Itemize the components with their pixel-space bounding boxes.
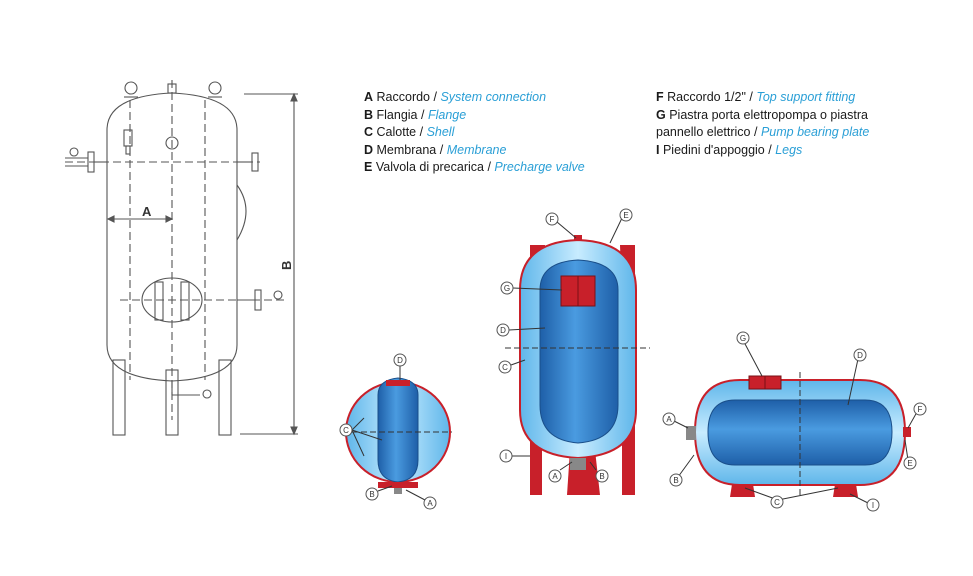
legend-right: F Raccordo 1/2" / Top support fitting G … (656, 89, 869, 159)
callout-vertical-f: F (550, 215, 555, 224)
callout-horizontal-f: F (918, 405, 923, 414)
callout-vertical-g: G (504, 284, 510, 293)
callout-vertical-e: E (623, 211, 628, 220)
vertical-vessel-callouts: F E G D C I A B (496, 208, 633, 483)
legend-row-g-cont: pannello elettrico / Pump bearing plate (656, 125, 870, 139)
horizontal-vessel (673, 341, 918, 504)
legend-row-b: B Flangia / Flange (364, 107, 467, 122)
horizontal-vessel-callouts: G D A B C I F E (662, 331, 927, 512)
callout-small-a: A (427, 499, 433, 508)
callout-horizontal-e: E (907, 459, 912, 468)
dimension-a-label: A (142, 204, 152, 219)
callout-horizontal-b: B (673, 476, 678, 485)
technical-tank-drawing (65, 80, 298, 436)
legend-left: A Raccordo / System connection B Flangia… (364, 89, 585, 177)
callout-vertical-b: B (599, 472, 604, 481)
legend-row-c: C Calotte / Shell (364, 125, 455, 139)
legend-row-a: A Raccordo / System connection (364, 90, 547, 104)
callout-vertical-a: A (552, 472, 558, 481)
callout-horizontal-a: A (666, 415, 672, 424)
callout-small-c: C (343, 426, 349, 435)
callout-vertical-c: C (502, 363, 508, 372)
callout-small-d: D (397, 356, 403, 365)
callout-horizontal-c: C (774, 498, 780, 507)
callout-vertical-d: D (500, 326, 506, 335)
callout-small-b: B (369, 490, 374, 499)
callout-horizontal-g: G (740, 334, 746, 343)
callout-vertical-i: I (505, 452, 507, 461)
small-vessel-callouts: D C B A (339, 353, 437, 510)
legend-row-d: D Membrana / Membrane (364, 142, 507, 157)
callout-horizontal-d: D (857, 351, 863, 360)
legend-row-g: G Piastra porta elettropompa o piastra (656, 107, 868, 122)
legend-row-f: F Raccordo 1/2" / Top support fitting (656, 90, 856, 104)
legend-row-i: I Piedini d'appoggio / Legs (656, 142, 803, 157)
vertical-vessel (505, 217, 650, 495)
legend-row-e: E Valvola di precarica / Precharge valve (364, 160, 585, 174)
small-vessel (343, 358, 452, 501)
callout-horizontal-i: I (872, 501, 874, 510)
dimension-b-label: B (279, 261, 294, 270)
